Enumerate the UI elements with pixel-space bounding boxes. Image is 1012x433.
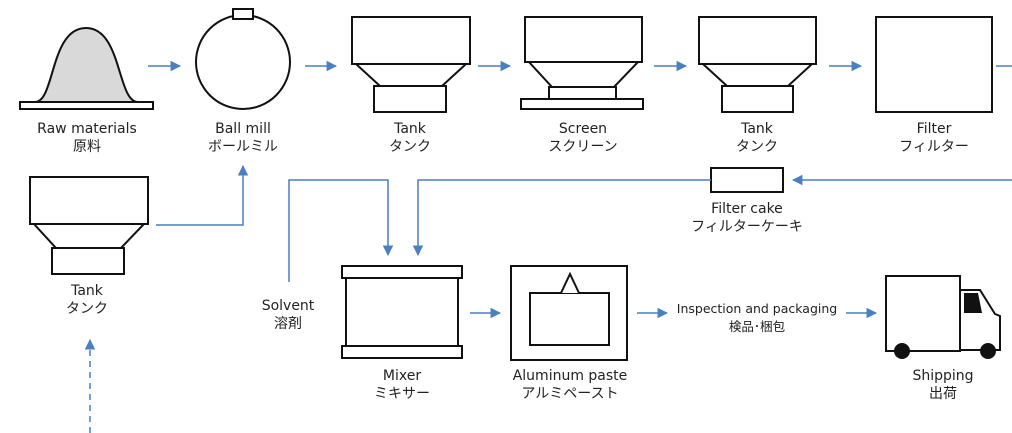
- label-jp: ミキサー: [374, 386, 430, 402]
- label-en: Mixer: [382, 368, 422, 384]
- label-screen: Screen スクリーン: [548, 120, 617, 156]
- label-solvent: Solvent 溶剤: [262, 297, 315, 333]
- label-en: Screen: [558, 121, 608, 137]
- label-jp: 溶剤: [273, 316, 302, 332]
- label-tank-2: Tank タンク: [736, 120, 778, 156]
- label-jp: ボールミル: [208, 139, 278, 155]
- label-en: Filter: [916, 121, 952, 137]
- mixer-icon: [341, 265, 463, 359]
- label-en: Filter cake: [711, 201, 783, 217]
- label-filter: Filter フィルター: [899, 120, 969, 156]
- label-en: Shipping: [912, 368, 974, 384]
- truck-icon: [885, 275, 1001, 359]
- label-filter-cake: Filter cake フィルターケーキ: [691, 200, 803, 236]
- label-jp: タンク: [66, 301, 108, 317]
- ball-mill-icon: [195, 8, 291, 110]
- powder-pile-icon: [19, 26, 154, 110]
- label-jp: アルミペースト: [521, 386, 619, 402]
- label-raw-materials: Raw materials 原料: [37, 120, 137, 156]
- label-tank-1: Tank タンク: [389, 120, 431, 156]
- label-en: Inspection and packaging: [676, 301, 838, 316]
- screen-icon: [520, 16, 644, 110]
- label-shipping: Shipping 出荷: [912, 367, 973, 403]
- label-en: Tank: [71, 283, 103, 299]
- tank-icon: [698, 16, 817, 113]
- flow-arrows: [84, 60, 1012, 433]
- label-en: Solvent: [261, 298, 315, 314]
- label-en: Raw materials: [37, 121, 137, 137]
- label-en: Tank: [394, 121, 426, 137]
- label-jp: 原料: [72, 139, 101, 155]
- filter-icon: [875, 16, 993, 113]
- label-jp: タンク: [736, 139, 778, 155]
- label-en: Aluminum paste: [512, 368, 628, 384]
- tank-icon: [29, 176, 149, 275]
- label-jp: スクリーン: [548, 139, 618, 155]
- label-en: Tank: [741, 121, 773, 137]
- label-tank-side: Tank タンク: [66, 282, 108, 318]
- label-ball-mill: Ball mill ボールミル: [208, 120, 278, 156]
- label-jp: 出荷: [928, 386, 957, 402]
- label-jp: フィルター: [899, 139, 969, 155]
- label-jp: フィルターケーキ: [691, 219, 803, 235]
- paste-container-icon: [510, 265, 628, 361]
- tank-icon: [351, 16, 471, 113]
- label-en: Ball mill: [215, 121, 271, 137]
- label-jp: 検品･梱包: [728, 319, 786, 334]
- label-aluminum-paste: Aluminum paste アルミペースト: [513, 367, 628, 403]
- label-inspection: Inspection and packaging 検品･梱包: [677, 300, 837, 336]
- label-mixer: Mixer ミキサー: [374, 367, 430, 403]
- filter-cake-icon: [710, 167, 784, 193]
- label-jp: タンク: [389, 139, 431, 155]
